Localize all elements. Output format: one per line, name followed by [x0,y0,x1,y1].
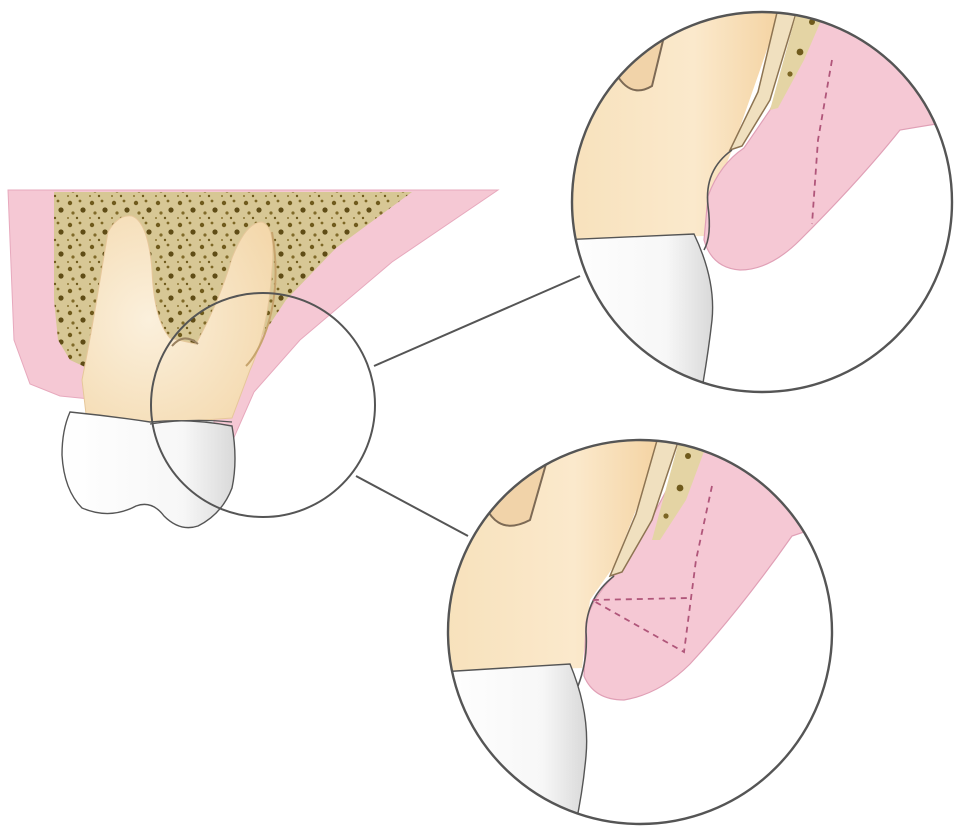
detail-lower-panel [440,430,840,831]
connector-upper [374,276,580,366]
tooth-crown [62,412,235,528]
detail-upper-panel [560,0,954,400]
enamel-lower [440,664,587,831]
overview-panel [8,190,498,528]
connector-lower [356,476,468,536]
enamel-upper [560,234,713,400]
